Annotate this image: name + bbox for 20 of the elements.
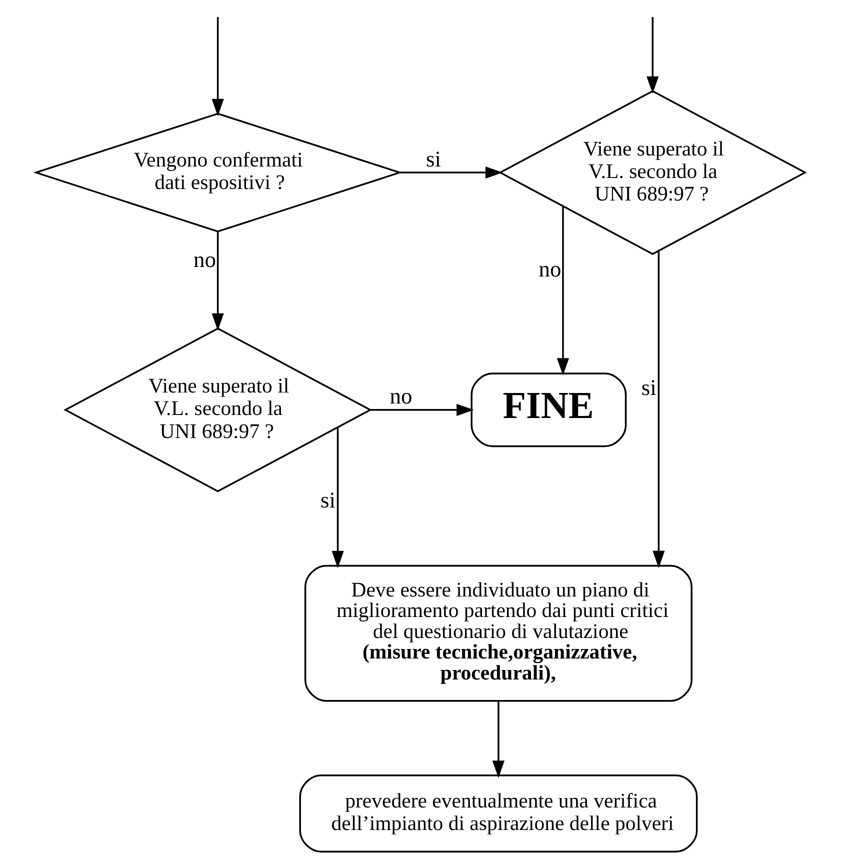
- edge-label: si: [641, 375, 656, 400]
- node-box: Deve essere individuato un piano di miglioramento partendo dai punti critici del questionario di valutazione (misure tecniche,organizzative, procedurali),: [304, 564, 692, 702]
- edge-label: no: [538, 256, 562, 282]
- arrow: [400, 166, 503, 179]
- arrow: [212, 17, 224, 116]
- arrow: [370, 404, 474, 416]
- arrow: [646, 17, 659, 94]
- edge-label: no: [194, 246, 216, 272]
- node-diamond: Viene superato il V.L. secondo la UNI 689:97 ?: [64, 327, 372, 492]
- node-box: FINE: [470, 372, 627, 448]
- arrow: [212, 232, 224, 331]
- edge-label: no: [390, 384, 412, 409]
- edge-label: si: [426, 146, 442, 172]
- arrow: [556, 206, 570, 376]
- node-diamond: Viene superato il V.L. secondo la UNI 689:97 ?: [498, 90, 807, 255]
- node-box: prevedere eventualmente una verifica dell’impianto di aspirazione delle polveri: [299, 774, 698, 852]
- arrow: [652, 251, 665, 568]
- arrow: [492, 700, 505, 778]
- arrow: [332, 427, 344, 568]
- node-diamond: Vengono confermati dati espositivi ?: [33, 112, 403, 232]
